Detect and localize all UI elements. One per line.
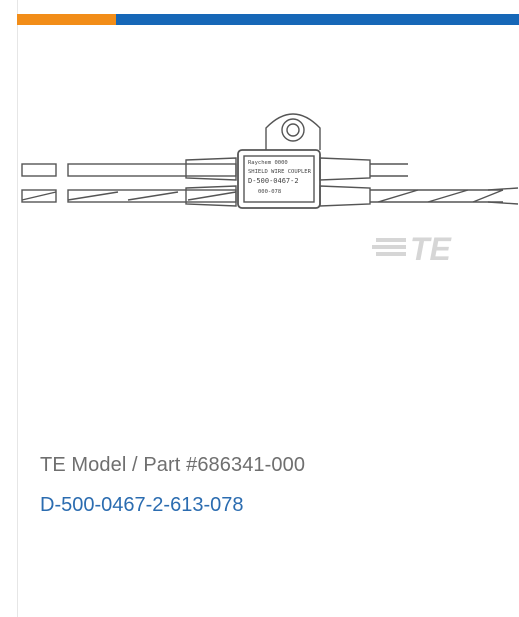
- accent-bar-orange: [17, 14, 116, 25]
- mounting-hole: [281, 118, 305, 142]
- mounting-hole-inner: [286, 123, 300, 137]
- cable-twist: [67, 191, 237, 201]
- cable-boot: [185, 185, 237, 207]
- card-border: [17, 0, 18, 617]
- label-line: SHIELD WIRE COUPLER: [248, 169, 312, 175]
- splice-body: [237, 149, 321, 209]
- te-logo: TE: [372, 231, 453, 265]
- label-line: D-500-0467-2: [248, 177, 299, 185]
- cable-twist: [377, 189, 504, 203]
- te-logo-bar: [376, 252, 406, 256]
- cable-boot: [319, 157, 371, 181]
- accent-bar: [17, 14, 519, 25]
- label-line: 000-078: [258, 189, 281, 195]
- cable-segment: [21, 189, 57, 203]
- cable-segment: [370, 163, 408, 177]
- cable-segment: [370, 189, 503, 203]
- cable-twist: [21, 191, 57, 201]
- cable-end: [487, 187, 519, 205]
- te-logo-bar: [376, 238, 406, 242]
- label-line: Raychem 0000: [248, 160, 288, 166]
- cable-segment: [67, 163, 237, 177]
- cable-segment: [21, 163, 57, 177]
- te-logo-text: TE: [410, 231, 453, 265]
- cable-boot: [319, 185, 371, 207]
- cable-boot: [185, 157, 237, 181]
- te-logo-bar: [372, 245, 406, 249]
- model-part-number: TE Model / Part #686341-000: [40, 454, 306, 476]
- splice-label: [243, 155, 315, 203]
- part-number-link[interactable]: D-500-0467-2-613-078: [40, 494, 244, 516]
- product-image[interactable]: Raychem 0000 SHIELD WIRE COUPLER D-500-0…: [18, 100, 519, 300]
- accent-bar-blue: [116, 14, 519, 25]
- mounting-lug: [265, 113, 321, 150]
